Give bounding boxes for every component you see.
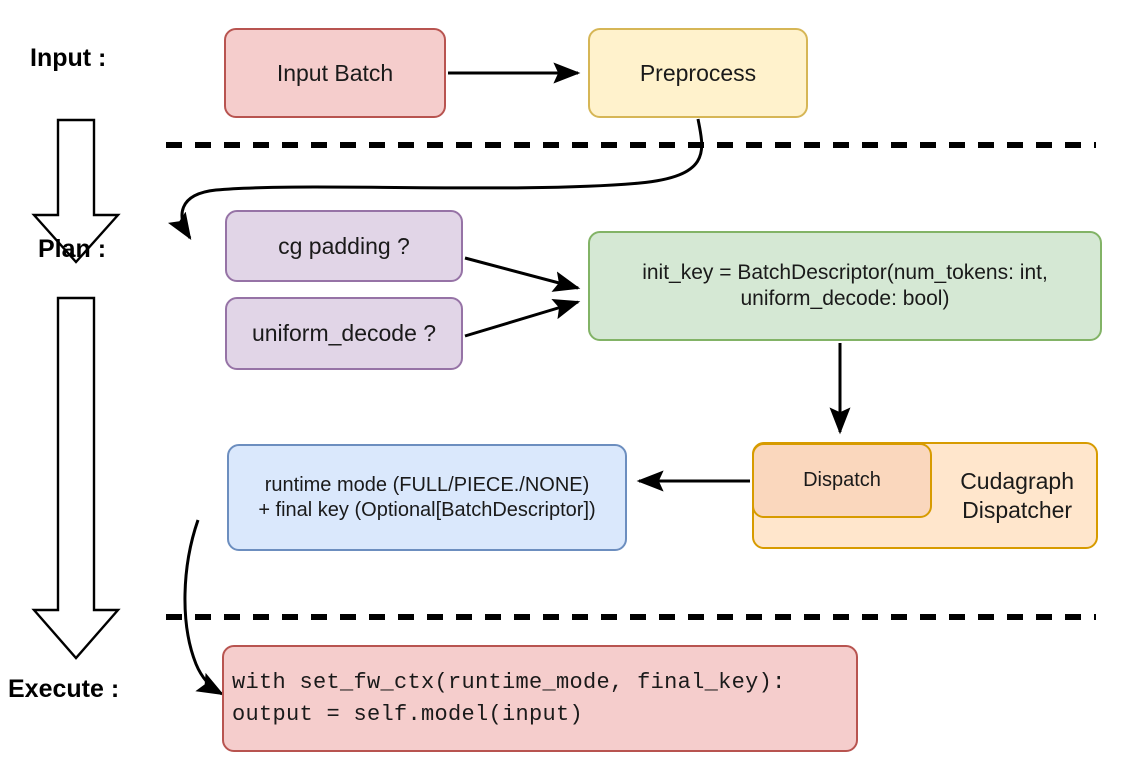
block-arrow-plan-to-execute — [31, 296, 121, 660]
edge-uniform-decode-to-init-key — [464, 299, 581, 338]
code-line-1: with set_fw_ctx(runtime_mode, final_key)… — [232, 669, 786, 695]
node-code-block[interactable]: with set_fw_ctx(runtime_mode, final_key)… — [222, 645, 858, 752]
node-init-key[interactable]: init_key = BatchDescriptor(num_tokens: i… — [588, 231, 1102, 341]
node-runtime-mode[interactable]: runtime mode (FULL/PIECE./NONE) + final … — [227, 444, 627, 551]
edge-preprocess-to-cg-padding — [167, 118, 704, 241]
node-cg-padding[interactable]: cg padding ? — [225, 210, 463, 282]
code-line-2: output = self.model(input) — [232, 701, 584, 727]
block-arrow-input-to-plan — [31, 118, 121, 264]
node-input-batch[interactable]: Input Batch — [224, 28, 446, 118]
node-uniform-decode[interactable]: uniform_decode ? — [225, 297, 463, 370]
edge-cg-padding-to-init-key — [464, 256, 581, 292]
node-preprocess[interactable]: Preprocess — [588, 28, 808, 118]
node-dispatch[interactable]: Dispatch — [752, 443, 932, 518]
edge-runtime-mode-to-code — [183, 519, 225, 696]
stage-label-plan: Plan : — [38, 235, 107, 263]
stage-label-execute: Execute : — [8, 675, 120, 703]
stage-label-input: Input : — [30, 44, 107, 72]
